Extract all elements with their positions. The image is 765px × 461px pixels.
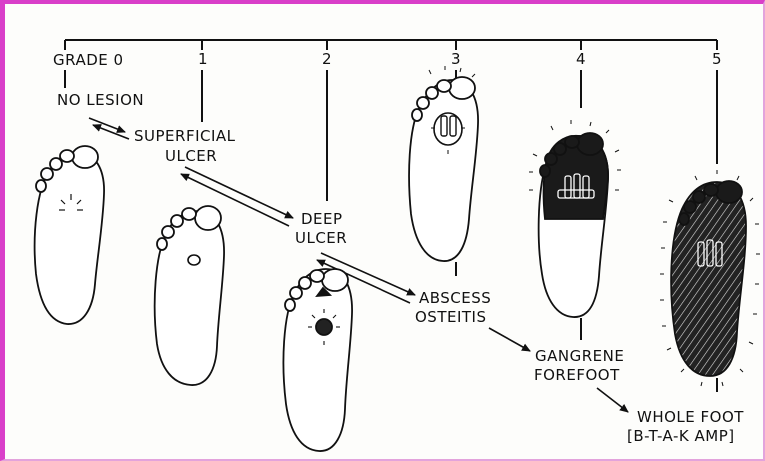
grade-0-label: GRADE 0 xyxy=(53,51,124,69)
foot-grade-1-icon xyxy=(155,206,224,385)
no-lesion-label: NO LESION xyxy=(57,91,144,109)
whole-foot-label-2: [B-T-A-K AMP] xyxy=(627,427,735,445)
grade-1-label: 1 xyxy=(198,50,208,68)
grade-timeline xyxy=(65,40,717,50)
abscess-label-1: ABSCESS xyxy=(419,289,491,307)
grade-3-label: 3 xyxy=(451,50,461,68)
grade-5-label: 5 xyxy=(712,50,722,68)
deep-ulcer-label-2: ULCER xyxy=(295,229,347,247)
forefoot-label-2: FOREFOOT xyxy=(534,366,620,384)
grade-4-label: 4 xyxy=(576,50,586,68)
grade-2-label: 2 xyxy=(322,50,332,68)
foot-grade-2-icon xyxy=(283,269,352,451)
foot-grade-3-icon xyxy=(409,66,478,261)
gangrene-label-1: GANGRENE xyxy=(535,347,624,365)
foot-grade-5-icon xyxy=(660,170,760,386)
superficial-ulcer-label-1: SUPERFICIAL xyxy=(134,127,236,145)
wagner-grade-diagram: GRADE 0 1 2 3 4 5 NO LESION SUPERFICIAL … xyxy=(5,4,765,461)
osteitis-label-2: OSTEITIS xyxy=(415,308,487,326)
foot-grade-0-icon xyxy=(35,146,104,324)
deep-ulcer-label-1: DEEP xyxy=(301,210,343,228)
superficial-ulcer-label-2: ULCER xyxy=(165,147,217,165)
whole-foot-label-1: WHOLE FOOT xyxy=(637,408,744,426)
foot-grade-4-icon xyxy=(529,120,621,317)
